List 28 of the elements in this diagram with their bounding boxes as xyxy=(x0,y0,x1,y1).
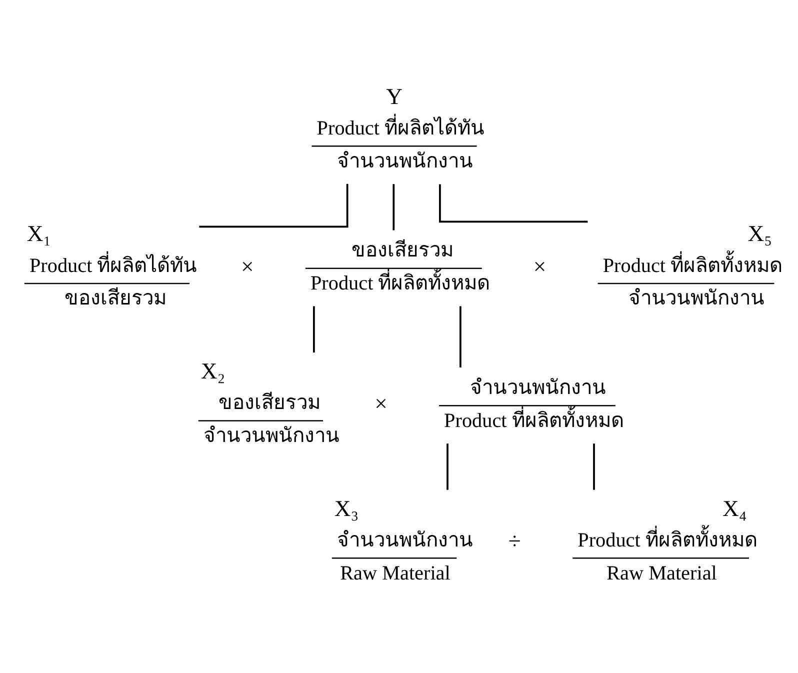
node-label: จำนวนพนักงาน xyxy=(336,529,473,552)
node-label: ของเสียรวม xyxy=(351,239,454,262)
label: ÷ xyxy=(508,528,521,554)
node-label: X₅ xyxy=(748,220,772,246)
connector xyxy=(459,306,462,367)
node-label: จำนวนพนักงาน xyxy=(628,287,765,310)
node-label: Y xyxy=(386,83,402,108)
connector xyxy=(392,184,395,230)
node-label: X₄ xyxy=(722,495,747,520)
node-label: จำนวนพนักงาน xyxy=(470,376,606,399)
label: × xyxy=(241,253,254,278)
node-label: จำนวนพนักงาน xyxy=(203,424,340,446)
connector xyxy=(199,183,348,228)
node-label: จำนวนพนักงาน xyxy=(336,150,473,172)
node-label: ของเสียรวม xyxy=(64,287,167,310)
node-label: X₁ xyxy=(26,220,52,246)
node-label: Product ที่ผลิตทั้งหมด xyxy=(310,272,490,294)
connector xyxy=(439,184,588,222)
node-label: Raw Material xyxy=(340,562,450,584)
node-label: Raw Material xyxy=(606,562,717,584)
connector xyxy=(313,306,315,352)
node-label: X₂ xyxy=(200,358,226,383)
connector xyxy=(446,443,448,490)
node-label: X₃ xyxy=(334,495,359,520)
node-label: ของเสียรวม xyxy=(218,392,320,414)
connector xyxy=(593,443,595,490)
label: × xyxy=(374,390,388,416)
label: × xyxy=(533,253,546,278)
